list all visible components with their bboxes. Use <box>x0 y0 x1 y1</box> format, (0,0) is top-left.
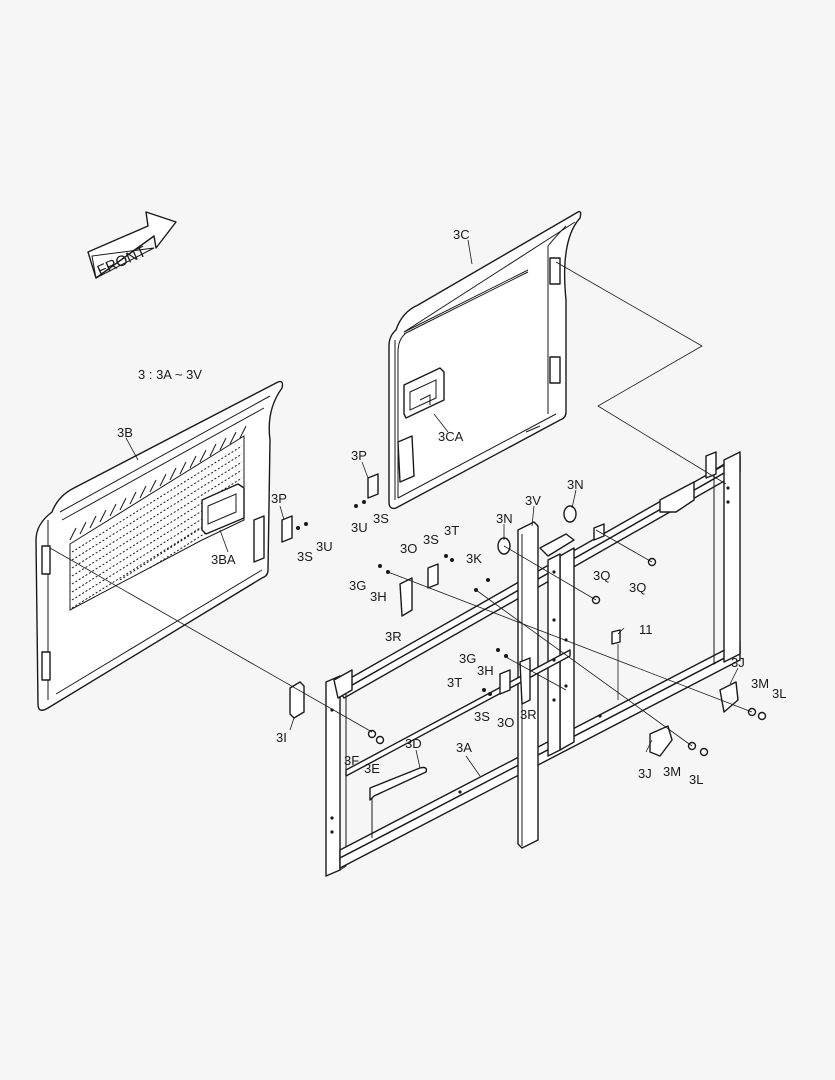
label-3r-lower: 3R <box>520 707 537 722</box>
label-3l-upper: 3L <box>772 686 786 701</box>
front-arrow: FRONT <box>87 211 177 280</box>
label-3h-lower: 3H <box>477 663 494 678</box>
panel-3b <box>35 380 284 711</box>
label-3o-upper: 3O <box>400 541 417 556</box>
label-3t-upper: 3T <box>444 523 459 538</box>
hardware <box>281 473 767 757</box>
label-3b: 3B <box>117 425 133 440</box>
label-3s-left: 3S <box>297 549 313 564</box>
label-3j-upper: 3J <box>731 655 745 670</box>
label-3u-upper: 3U <box>351 520 368 535</box>
label-3c: 3C <box>453 227 470 242</box>
label-3t-lower: 3T <box>447 675 462 690</box>
label-3o-lower: 3O <box>497 715 514 730</box>
label-3g-upper: 3G <box>349 578 366 593</box>
label-3g-lower: 3G <box>459 651 476 666</box>
label-3q-mid: 3Q <box>593 568 610 583</box>
vent-slots <box>69 425 247 541</box>
label-3l-lower: 3L <box>689 772 703 787</box>
label-3k: 3K <box>466 551 482 566</box>
label-3n-left: 3N <box>496 511 513 526</box>
label-3m-upper: 3M <box>751 676 769 691</box>
frame-3a <box>325 451 741 877</box>
label-3h-upper: 3H <box>370 589 387 604</box>
label-3n-right: 3N <box>567 477 584 492</box>
label-3p-upper: 3P <box>351 448 367 463</box>
label-3m-lower: 3M <box>663 764 681 779</box>
label-3s-mid: 3S <box>423 532 439 547</box>
label-3s-lower: 3S <box>474 709 490 724</box>
label-3d: 3D <box>405 736 422 751</box>
label-3r-left: 3R <box>385 629 402 644</box>
label-11: 11 <box>639 622 653 637</box>
label-3ba: 3BA <box>211 552 236 567</box>
label-3j-lower: 3J <box>638 766 652 781</box>
label-3a: 3A <box>456 740 472 755</box>
leader-lines <box>49 239 753 777</box>
panel-3c <box>388 210 582 510</box>
callout-labels: 3C 3CA 3B 3BA 3P 3P 3S 3U 3U 3S 3V 3N 3N… <box>117 227 786 787</box>
label-3q-right: 3Q <box>629 580 646 595</box>
label-3u-left: 3U <box>316 539 333 554</box>
label-3p-left: 3P <box>271 491 287 506</box>
label-3s-upper: 3S <box>373 511 389 526</box>
group-note: 3 : 3A ~ 3V <box>138 367 202 382</box>
perforations <box>69 435 245 611</box>
label-3f: 3F <box>344 753 359 768</box>
label-3ca: 3CA <box>438 429 464 444</box>
label-3e: 3E <box>364 761 380 776</box>
label-3v: 3V <box>525 493 541 508</box>
label-3i: 3I <box>276 730 287 745</box>
